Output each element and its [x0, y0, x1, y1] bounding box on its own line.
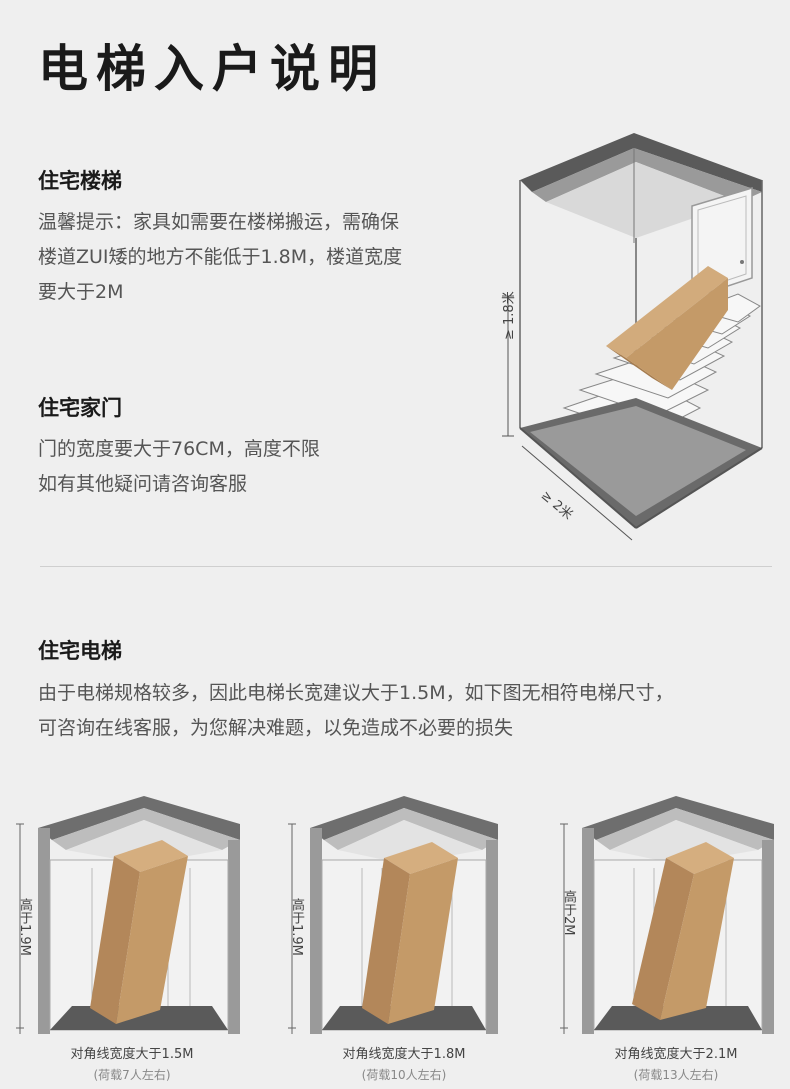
elevator-diagonal-label: 对角线宽度大于1.8M: [342, 1047, 466, 1062]
elevator-load-label: (荷载13人左右): [633, 1068, 719, 1082]
elevator-illustration: [16, 796, 240, 1034]
elevator-illustration: [288, 796, 498, 1034]
elevator-load-label: (荷载7人左右): [93, 1068, 171, 1082]
elevator-heading: 住宅电梯: [38, 639, 122, 663]
door-line: 门的宽度要大于76CM，高度不限: [38, 438, 320, 460]
elevator-line: 可咨询在线客服，为您解决难题，以免造成不必要的损失: [38, 717, 514, 739]
elevator-text: 由于电梯规格较多，因此电梯长宽建议大于1.5M，如下图无相符电梯尺寸， 可咨询在…: [38, 676, 674, 746]
elevator-diagonal-label: 对角线宽度大于1.5M: [70, 1047, 194, 1062]
stairwell-illustration: [502, 133, 763, 541]
stairs-height-label: ≥ 1.8米: [502, 291, 517, 340]
elevator-line: 由于电梯规格较多，因此电梯长宽建议大于1.5M，如下图无相符电梯尺寸，: [38, 682, 674, 704]
page-title: 电梯入户说明: [38, 40, 386, 98]
stairs-heading: 住宅楼梯: [38, 169, 122, 193]
elevator-card: 高于1.9M 对角线宽度大于1.8M (荷载10人左右): [284, 794, 524, 1084]
door-heading: 住宅家门: [38, 396, 122, 420]
elevator-diagonal-label: 对角线宽度大于2.1M: [614, 1047, 738, 1062]
stairs-text: 温馨提示：家具如需要在楼梯搬运，需确保 楼道ZUI矮的地方不能低于1.8M，楼道…: [38, 205, 402, 310]
stairs-line: 要大于2M: [38, 281, 124, 303]
elevator-height-label: 高于1.9M: [289, 898, 304, 956]
elevator-load-label: (荷载10人左右): [361, 1068, 447, 1082]
stairs-line: 温馨提示：家具如需要在楼梯搬运，需确保: [38, 211, 400, 233]
elevator-illustration: [560, 796, 774, 1034]
elevator-card: 高于1.9M 对角线宽度大于1.5M (荷载7人左右): [12, 794, 252, 1084]
section-divider: [40, 566, 772, 567]
elevator-card: 高于2M 对角线宽度大于2.1M (荷载13人左右): [556, 794, 786, 1084]
door-line: 如有其他疑问请咨询客服: [38, 473, 248, 495]
elevator-height-label: 高于1.9M: [17, 898, 32, 956]
elevator-height-label: 高于2M: [561, 890, 576, 936]
door-text: 门的宽度要大于76CM，高度不限 如有其他疑问请咨询客服: [38, 432, 320, 502]
stairs-line: 楼道ZUI矮的地方不能低于1.8M，楼道宽度: [38, 246, 403, 268]
